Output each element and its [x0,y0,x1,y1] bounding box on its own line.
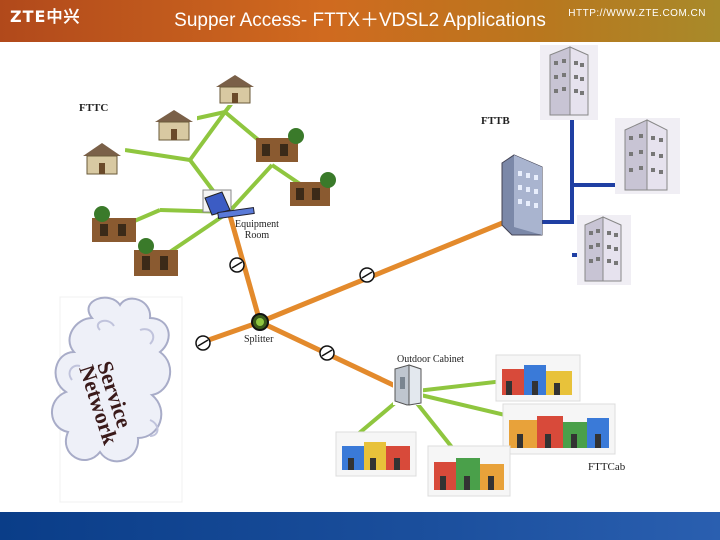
house-icon [79,138,125,176]
connector-icon [229,257,245,273]
building-icons [501,45,680,285]
equipment-room-icon [202,189,255,220]
splitter-label: Splitter [244,334,274,345]
shop-icon [134,238,178,276]
apartment-building-icon [540,45,598,120]
office-tower-icon [501,154,543,236]
zte-logo: ZTE中兴 [10,7,81,26]
footer-bar [0,512,720,540]
shop-icon [290,172,336,206]
shop-icons [92,128,336,276]
house-icon [212,71,258,105]
shop-icon [256,128,304,162]
apartment-building-icon [615,118,680,194]
shop-icon [92,206,136,242]
connector-icon [319,345,335,361]
house-icon [151,106,197,142]
connector-icon [195,335,211,351]
connector-icons [195,257,375,361]
street-shop-icon [335,431,417,477]
page-title: Supper Access- FTTX＋VDSL2 Applications [174,10,546,31]
fttc-copper-lines [124,93,561,472]
connector-icon [359,267,375,283]
service-network-cloud [51,296,183,503]
footer-url[interactable]: HTTP://WWW.ZTE.COM.CN [568,8,706,19]
house-icons [79,71,258,176]
fttb-label: FTTB [481,115,510,127]
outdoor-cabinet-icon [393,364,423,406]
outdoor-cabinet-label: Outdoor Cabinet [397,354,464,365]
street-shop-icons [335,354,616,497]
street-shop-icon [495,354,581,402]
fttcab-label: FTTCab [588,461,626,473]
fiber-lines [199,211,506,395]
street-shop-icon [502,403,616,455]
splitter-node [251,313,269,331]
apartment-building-icon [577,215,631,285]
fttc-label: FTTC [79,102,109,114]
equipment-room-label: Equipment Room [235,219,279,241]
header-bar [0,0,720,42]
street-shop-icon [427,445,511,497]
